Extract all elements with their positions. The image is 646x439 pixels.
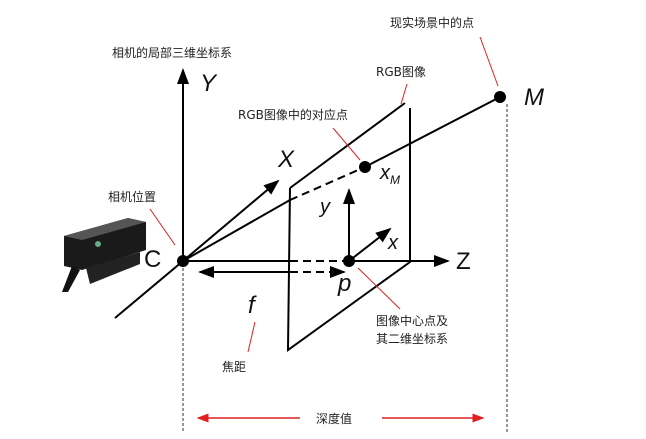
image-center-label-1: 图像中心点及 <box>376 314 449 328</box>
C-label: C <box>144 246 162 273</box>
Z-label: Z <box>456 248 471 275</box>
pointer-lines <box>149 36 499 353</box>
camera-coord-label: 相机的局部三维坐标系 <box>112 46 233 60</box>
image-center-point <box>343 255 355 267</box>
kinect-camera-icon <box>62 218 146 292</box>
projected-point <box>359 161 371 173</box>
real-point-label: 现实场景中的点 <box>390 16 475 30</box>
y-label: y <box>320 196 330 218</box>
image-center-label-2: 其二维坐标系 <box>376 332 449 346</box>
scene-point <box>494 91 506 103</box>
x-axis <box>182 179 280 262</box>
X-label: X <box>278 146 295 173</box>
rgb-image-label: RGB图像 <box>376 65 426 79</box>
depth-value-label: 深度值 <box>316 412 353 426</box>
corresponding-point-label: RGB图像中的对应点 <box>238 108 348 122</box>
camera-center-point <box>177 255 189 267</box>
focal-length-label: 焦距 <box>222 360 247 374</box>
image-x-axis <box>348 227 392 262</box>
f-label: f <box>248 292 255 319</box>
p-label: p <box>338 270 352 297</box>
projection-ray <box>182 199 291 262</box>
M-label: M <box>524 84 544 111</box>
x-label: x <box>388 232 398 254</box>
Y-label: Y <box>200 70 217 97</box>
xM-label: xM <box>380 162 400 187</box>
camera-position-label: 相机位置 <box>108 190 157 204</box>
